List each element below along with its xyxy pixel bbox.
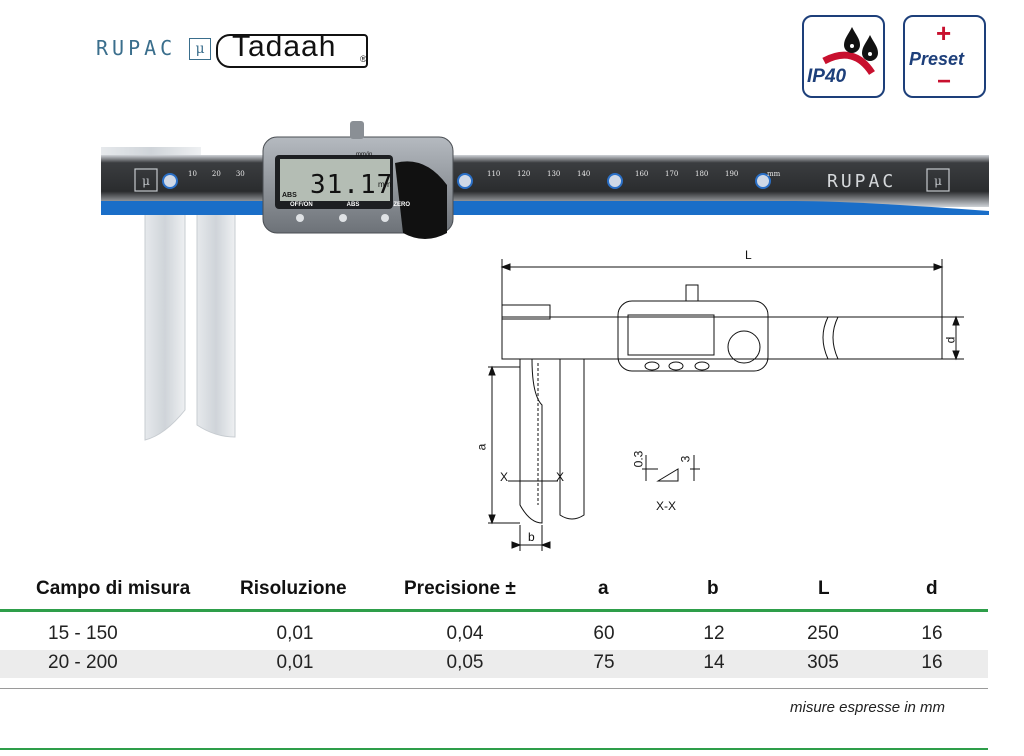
ip40-drops-icon bbox=[822, 27, 878, 76]
dim-3-label: 3 bbox=[678, 455, 693, 463]
table-bottom-rule bbox=[0, 688, 988, 689]
bar-rupac-logo: RUPAC bbox=[827, 171, 897, 192]
header-precisione: Precisione ± bbox=[404, 578, 516, 599]
section-xx-label: X-X bbox=[656, 499, 677, 513]
page-bottom-rule bbox=[0, 748, 988, 750]
ip40-label: IP40 bbox=[807, 66, 847, 87]
display-top-label: mm/in bbox=[356, 152, 373, 158]
units-note: misure espresse in mm bbox=[790, 699, 946, 716]
display-buttons: OFF/ON ABS ZERO bbox=[290, 202, 410, 208]
scale-tick: 10 bbox=[188, 170, 197, 178]
preset-plus: + bbox=[936, 18, 952, 48]
tadaah-logo-frame bbox=[216, 34, 368, 68]
cell-campo: 15 - 150 bbox=[48, 623, 118, 644]
preset-minus: − bbox=[937, 68, 952, 95]
dim-L-label: L bbox=[745, 248, 752, 262]
tadaah-logo: Tadaah bbox=[232, 30, 336, 64]
scale-tick: 130 bbox=[547, 170, 561, 178]
dim-d-label: d bbox=[943, 336, 958, 344]
header-a: a bbox=[598, 578, 609, 599]
mu-logo-icon: μ bbox=[189, 38, 211, 60]
section-x-right: X bbox=[556, 470, 565, 484]
header-b: b bbox=[707, 578, 719, 599]
display-unit: mm bbox=[378, 180, 392, 189]
scale-tick: 110 bbox=[487, 170, 501, 178]
abs-button-label: ABS bbox=[346, 202, 360, 208]
preset-badge bbox=[903, 15, 986, 98]
scale-tick: 30 bbox=[235, 170, 245, 178]
scale-tick: 120 bbox=[517, 170, 531, 178]
scale-tick: 180 bbox=[695, 170, 709, 178]
table-row: 15 - 150 0,01 0,04 60 12 250 16 bbox=[0, 621, 988, 649]
preset-label: Preset bbox=[909, 49, 965, 69]
tadaah-logo-text: Tadaah bbox=[232, 30, 337, 63]
svg-text:μ: μ bbox=[934, 174, 942, 188]
rupac-logo: RUPAC bbox=[96, 36, 177, 60]
cell-risoluzione: 0,01 bbox=[276, 652, 314, 673]
registered-mark: ® bbox=[360, 54, 367, 64]
cell-L: 250 bbox=[807, 623, 839, 644]
table-top-rule bbox=[0, 609, 988, 612]
caliper-photo: μ μ bbox=[101, 121, 989, 441]
header-d: d bbox=[926, 578, 938, 599]
scale-tick: 170 bbox=[665, 170, 679, 178]
scale-tick: 140 bbox=[577, 170, 591, 178]
cell-precisione: 0,05 bbox=[446, 652, 484, 673]
cell-b: 12 bbox=[703, 623, 725, 644]
cell-d: 16 bbox=[921, 623, 943, 644]
header-campo: Campo di misura bbox=[36, 578, 191, 599]
technical-drawing bbox=[488, 259, 964, 551]
cell-precisione: 0,04 bbox=[446, 623, 484, 644]
dim-a-label: a bbox=[474, 443, 489, 451]
scale-unit: mm bbox=[767, 170, 781, 178]
scale-left: 10 20 30 bbox=[188, 170, 268, 178]
cell-campo: 20 - 200 bbox=[48, 652, 118, 673]
header-risoluzione: Risoluzione bbox=[240, 578, 347, 599]
cell-d: 16 bbox=[921, 652, 943, 673]
cell-risoluzione: 0,01 bbox=[276, 623, 314, 644]
header-L: L bbox=[818, 578, 830, 599]
off-on-button-label: OFF/ON bbox=[290, 202, 313, 208]
dim-0-3-label: 0.3 bbox=[631, 450, 646, 468]
display-mode: ABS bbox=[282, 192, 297, 199]
table-row: 20 - 200 0,01 0,05 75 14 305 16 bbox=[0, 650, 988, 678]
scale-tick: 160 bbox=[635, 170, 649, 178]
section-x-left: X bbox=[500, 470, 509, 484]
cell-a: 60 bbox=[593, 623, 615, 644]
display-reading: 31.17 bbox=[310, 170, 394, 200]
zero-button-label: ZERO bbox=[393, 202, 410, 208]
scale-tick: 20 bbox=[211, 170, 221, 178]
cell-L: 305 bbox=[807, 652, 839, 673]
dim-b-label: b bbox=[528, 530, 535, 544]
scale-tick: 190 bbox=[725, 170, 739, 178]
cell-b: 14 bbox=[703, 652, 725, 673]
cell-a: 75 bbox=[593, 652, 615, 673]
bar-mu-icon: μ bbox=[142, 174, 150, 188]
